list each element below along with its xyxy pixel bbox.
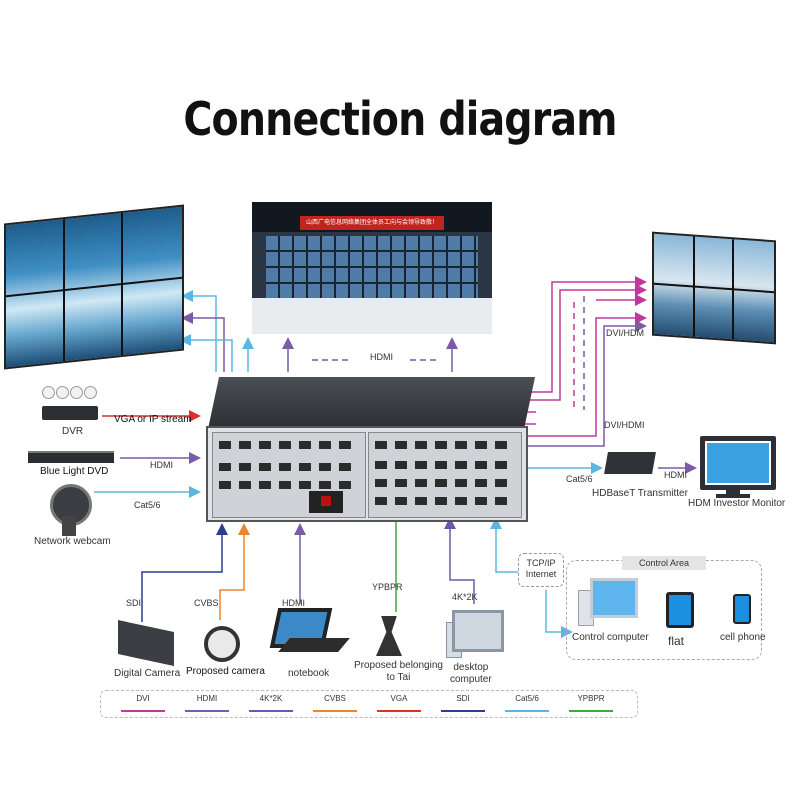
label-cat56-left: Cat5/6: [134, 500, 161, 510]
legend-label: YPBPR: [577, 694, 605, 703]
desktop-monitor-icon: [452, 610, 504, 652]
label-4k: 4K*2K: [452, 592, 478, 602]
control-area-title: Control Area: [622, 556, 706, 570]
legend-swatch: [185, 710, 229, 712]
control-computer-caption: Control computer: [572, 632, 649, 643]
webcam-caption: Network webcam: [34, 536, 111, 547]
dome-camera-icon: [42, 386, 55, 399]
label-hdmi-right: HDMI: [664, 470, 687, 480]
matrix-chassis-top: [208, 377, 536, 429]
legend-item: Cat5/6: [497, 694, 557, 712]
dvr-caption: DVR: [62, 426, 84, 437]
legend-swatch: [249, 710, 293, 712]
legend-item: 4K*2K: [241, 694, 301, 712]
proposed-camera-icon: [204, 626, 240, 662]
legend-item: HDMI: [177, 694, 237, 712]
control-computer-icon: [590, 578, 638, 618]
banner-text: 山西广电信息网络集团全体员工向与会领导致敬！: [305, 220, 438, 226]
webcam-stand: [62, 516, 76, 536]
label-hdmi-top: HDMI: [370, 352, 393, 362]
label-sdi: SDI: [126, 598, 142, 608]
dvr-icon: [42, 406, 98, 420]
legend-swatch: [377, 710, 421, 712]
label-ypbpr: YPBPR: [372, 582, 403, 592]
dome-camera-icon: [56, 386, 69, 399]
bluray-player-icon: [28, 451, 114, 463]
laptop-base: [278, 638, 350, 652]
legend-label: Cat5/6: [515, 694, 539, 703]
cell-phone-caption: cell phone: [720, 632, 766, 643]
notebook-caption: notebook: [288, 668, 330, 679]
hdbaset-caption: HDBaseT Transmitter: [592, 488, 688, 499]
dome-camera-icon: [84, 386, 97, 399]
label-cat56-right: Cat5/6: [566, 474, 593, 484]
legend-item: VGA: [369, 694, 429, 712]
monitor-caption: HDM Investor Monitor: [688, 498, 786, 509]
label-vga-ip: VGA or IP stream: [114, 414, 192, 425]
tablet-icon: [666, 592, 694, 628]
video-wall-right: [652, 231, 776, 345]
power-socket-icon: [309, 491, 343, 513]
control-room-video-wall: 山西广电信息网络集团全体员工向与会领导致敬！: [252, 202, 492, 334]
flat-caption: flat: [668, 634, 685, 648]
legend-item: YPBPR: [561, 694, 621, 712]
matrix-switcher: [206, 426, 528, 522]
legend-swatch: [121, 710, 165, 712]
legend-swatch: [569, 710, 613, 712]
legend-label: SDI: [456, 694, 470, 703]
phone-icon: [733, 594, 751, 624]
label-dvi-hdm: DVI/HDM: [606, 328, 644, 338]
video-wall-left: [4, 204, 184, 370]
digital-camera-caption: Digital Camera: [114, 668, 181, 679]
legend-label: CVBS: [324, 694, 346, 703]
legend-label: HDMI: [196, 694, 218, 703]
cable-legend: DVI HDMI 4K*2K CVBS VGA SDI Cat5/6 YPBPR: [100, 690, 638, 718]
legend-label: 4K*2K: [259, 694, 283, 703]
tcp-ip-internet: TCP/IP Internet: [518, 553, 564, 587]
legend-swatch: [313, 710, 357, 712]
hdbaset-transmitter-icon: [604, 452, 656, 474]
legend-swatch: [441, 710, 485, 712]
monitor-stand: [726, 489, 740, 495]
legend-item: DVI: [113, 694, 173, 712]
label-cvbs: CVBS: [194, 598, 219, 608]
desktop-caption: desktop computer: [450, 662, 492, 685]
label-hdmi-bottom: HDMI: [282, 598, 305, 608]
monitor-base: [716, 494, 750, 498]
label-hdmi-left: HDMI: [150, 460, 173, 470]
legend-item: SDI: [433, 694, 493, 712]
legend-label: DVI: [136, 694, 150, 703]
bluray-caption: Blue Light DVD: [40, 466, 109, 477]
page-title: Connection diagram: [183, 92, 617, 146]
proposed-camera-caption: Proposed camera: [186, 666, 265, 677]
monitor-icon: [700, 436, 776, 490]
legend-item: CVBS: [305, 694, 365, 712]
legend-swatch: [505, 710, 549, 712]
label-dvi-hdmi: DVI/HDMI: [604, 420, 645, 430]
proposed-belonging-caption: Proposed belonging to Tai: [354, 660, 443, 683]
dome-camera-icon: [70, 386, 83, 399]
legend-label: VGA: [390, 694, 408, 703]
